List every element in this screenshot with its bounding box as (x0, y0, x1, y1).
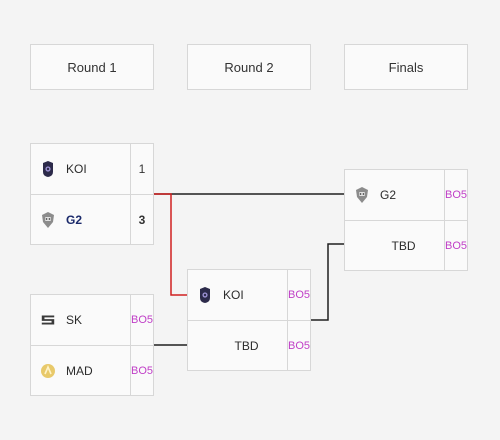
round-2-label: Round 2 (224, 59, 274, 75)
team-score: BO5 (444, 221, 467, 270)
team-score: 1 (130, 144, 153, 194)
round-1-label: Round 1 (67, 59, 117, 75)
koi-logo-icon (197, 285, 213, 305)
mad-logo-icon (40, 361, 56, 381)
team-score: BO5 (130, 295, 153, 345)
match-round1-koi-vs-g2[interactable]: KOI 1 G2 3 (30, 143, 154, 245)
match-finals-g2-vs-tbd[interactable]: G2 BO5 TBD BO5 (344, 169, 468, 271)
team-row-tbd[interactable]: TBD BO5 (188, 320, 310, 370)
connector-koi-to-round2 (154, 193, 187, 296)
team-score: 3 (130, 195, 153, 244)
sk-logo-icon (40, 310, 56, 330)
team-row-g2[interactable]: G2 3 (31, 194, 153, 244)
finals-header: Finals (344, 44, 468, 90)
team-score: BO5 (287, 321, 310, 370)
round-2-header: Round 2 (187, 44, 311, 90)
team-row-g2[interactable]: G2 BO5 (345, 170, 467, 220)
team-row-sk[interactable]: SK BO5 (31, 295, 153, 345)
team-score: BO5 (130, 346, 153, 395)
team-name: KOI (223, 288, 244, 302)
team-name: MAD (66, 363, 93, 378)
match-round1-sk-vs-mad[interactable]: SK BO5 MAD BO5 (30, 294, 154, 396)
finals-label: Finals (388, 59, 424, 75)
round-1-header: Round 1 (30, 44, 154, 90)
team-row-tbd[interactable]: TBD BO5 (345, 220, 467, 270)
team-row-koi[interactable]: KOI 1 (31, 144, 153, 194)
team-name: KOI (66, 162, 87, 176)
match-round2-koi-vs-tbd[interactable]: KOI BO5 TBD BO5 (187, 269, 311, 371)
team-name: TBD (234, 338, 259, 353)
team-row-mad[interactable]: MAD BO5 (31, 345, 153, 395)
connector-round2-to-finals (311, 243, 344, 321)
koi-logo-icon (40, 159, 56, 179)
g2-logo-icon (40, 210, 56, 230)
team-name: G2 (380, 188, 397, 202)
team-score: BO5 (444, 170, 467, 220)
team-score: BO5 (287, 270, 310, 320)
team-name: TBD (391, 238, 416, 253)
team-name: SK (66, 313, 83, 327)
team-row-koi[interactable]: KOI BO5 (188, 270, 310, 320)
team-name: G2 (66, 212, 83, 227)
g2-logo-icon (354, 185, 370, 205)
